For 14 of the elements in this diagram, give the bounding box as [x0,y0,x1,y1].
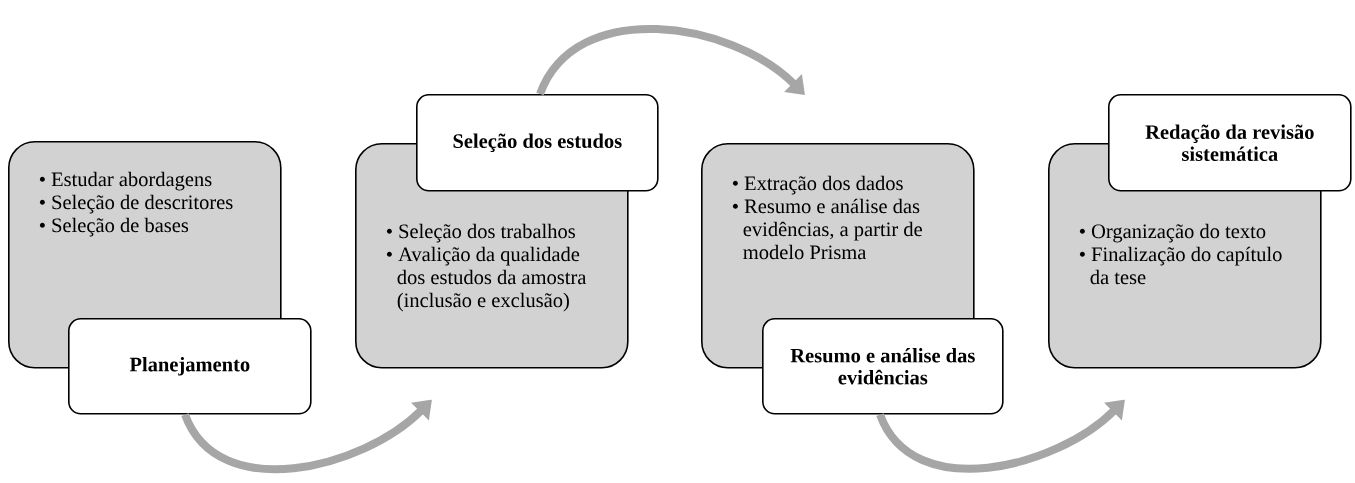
bullet-item: • Resumo e análise das evidências, a partir de modelo Prisma [732,198,922,260]
title-box: Resumo e análise das evidências [762,318,1004,415]
bullet-item: • Seleção de bases [39,217,189,237]
bullet-item: • Extração dos dados [732,175,903,195]
bullet-item: • Organização do texto [1079,223,1266,243]
bullet-item: • Avalição da qualidade dos estudos da amostra (inclusão e exclusão) [386,246,587,312]
title-box: Seleção dos estudos [416,94,659,192]
bullet-item: • Estudar abordagens [39,171,212,191]
title-box: Redação da revisão sistemática [1108,94,1352,192]
bullet-item: • Seleção de descritores [39,194,233,214]
bullet-item: • Finalização do capítulo da tese [1079,246,1282,285]
bullet-item: • Seleção dos trabalhos [386,223,575,243]
title-box: Planejamento [68,318,312,415]
curved-arrow [536,25,805,96]
